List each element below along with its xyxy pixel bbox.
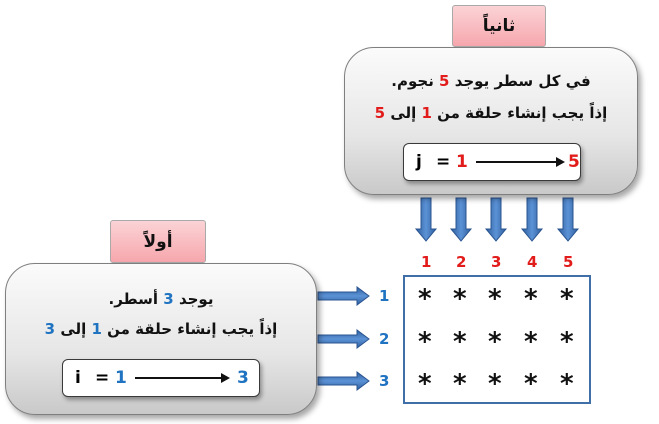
loop-variable: i bbox=[75, 368, 81, 388]
range-start: 1 bbox=[115, 368, 127, 388]
down-arrow-icon bbox=[449, 197, 473, 242]
column-label: 5 bbox=[563, 253, 574, 271]
right-arrow-icon bbox=[317, 286, 370, 306]
equals-sign: = bbox=[436, 152, 451, 172]
star-cell: * bbox=[453, 284, 467, 314]
second-step-tab-label: ثانياً bbox=[482, 16, 516, 36]
column-label: 4 bbox=[527, 253, 538, 271]
star-cell: * bbox=[488, 327, 502, 357]
star-cell: * bbox=[418, 327, 432, 357]
j-loop-range: j = 1 5 bbox=[403, 143, 581, 181]
down-arrow-icon bbox=[556, 197, 580, 242]
second-step-card: في كل سطر يوجد 5 نجوم. إذاً يجب إنشاء حل… bbox=[344, 47, 638, 195]
star-cell: * bbox=[524, 284, 538, 314]
first-step-card: يوجد 3 أسطر. إذاً يجب إنشاء حلقة من 1 إل… bbox=[5, 263, 317, 415]
second-step-line2: إذاً يجب إنشاء حلقة من 1 إلى 5 bbox=[374, 104, 608, 122]
equals-sign: = bbox=[95, 368, 110, 388]
star-cell: * bbox=[488, 369, 502, 399]
star-cell: * bbox=[453, 369, 467, 399]
range-arrow-icon bbox=[135, 373, 230, 383]
row-label: 3 bbox=[379, 372, 390, 390]
down-arrows bbox=[414, 197, 580, 242]
column-label: 2 bbox=[456, 253, 467, 271]
range-arrow-icon bbox=[476, 157, 565, 167]
star-cell: * bbox=[488, 284, 502, 314]
down-arrow-icon bbox=[414, 197, 438, 242]
down-arrow-icon bbox=[520, 197, 544, 242]
second-step-tab: ثانياً bbox=[452, 5, 546, 47]
right-arrow-icon bbox=[317, 371, 370, 391]
first-step-tab-label: أولاً bbox=[143, 231, 173, 252]
range-end: 3 bbox=[237, 368, 249, 388]
second-step-line1: في كل سطر يوجد 5 نجوم. bbox=[391, 72, 591, 90]
range-end: 5 bbox=[568, 152, 580, 172]
column-label: 3 bbox=[491, 253, 502, 271]
row-label: 1 bbox=[379, 287, 390, 305]
star-cell: * bbox=[453, 327, 467, 357]
star-cell: * bbox=[524, 369, 538, 399]
row-label: 2 bbox=[379, 330, 390, 348]
star-cell: * bbox=[560, 327, 574, 357]
right-arrows bbox=[317, 286, 370, 391]
first-step-line1: يوجد 3 أسطر. bbox=[108, 290, 214, 308]
star-cell: * bbox=[560, 284, 574, 314]
first-step-line2: إذاً يجب إنشاء حلقة من 1 إلى 3 bbox=[44, 320, 278, 338]
star-grid: * * * * * * * * * * * * * * * bbox=[403, 275, 591, 404]
column-label: 1 bbox=[421, 253, 432, 271]
down-arrow-icon bbox=[484, 197, 508, 242]
i-loop-range: i = 1 3 bbox=[62, 359, 260, 397]
star-cell: * bbox=[524, 327, 538, 357]
loop-variable: j bbox=[416, 152, 422, 172]
first-step-tab: أولاً bbox=[110, 220, 206, 263]
star-cell: * bbox=[418, 369, 432, 399]
range-start: 1 bbox=[456, 152, 468, 172]
star-cell: * bbox=[418, 284, 432, 314]
right-arrow-icon bbox=[317, 329, 370, 349]
star-cell: * bbox=[560, 369, 574, 399]
